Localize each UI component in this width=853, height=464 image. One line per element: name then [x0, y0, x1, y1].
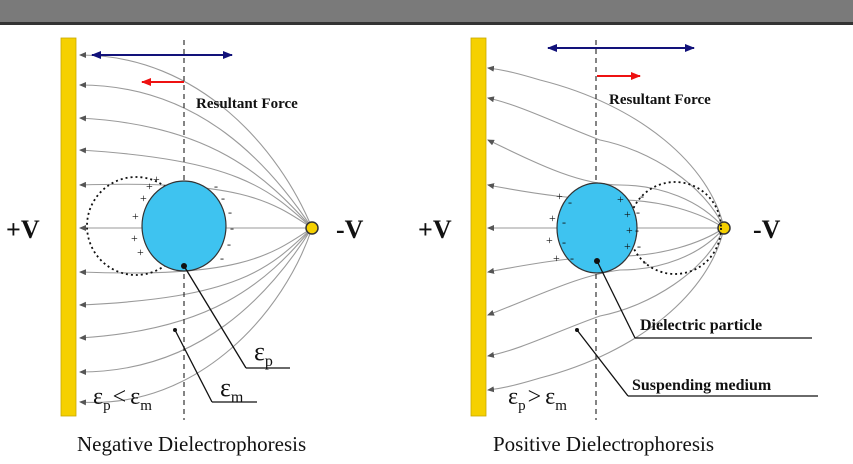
svg-text:-: - [635, 223, 639, 237]
right-caption: Positive Dielectrophoresis [493, 432, 714, 456]
right-panel: + + + + - - - - + + + + - - - - - Result… [418, 37, 818, 456]
left-eps-m-leader [174, 329, 213, 403]
svg-text:+: + [624, 239, 631, 253]
svg-text:+: + [553, 251, 560, 265]
right-plus-v-label: +V [418, 215, 452, 244]
left-minus-v-label: -V [336, 215, 364, 244]
svg-text:-: - [636, 205, 640, 219]
top-bar [0, 0, 853, 22]
svg-text:+: + [140, 191, 147, 205]
left-electrode [60, 37, 77, 417]
svg-text:-: - [640, 189, 644, 203]
right-particle [556, 182, 638, 274]
svg-text:-: - [562, 235, 566, 249]
right-point-electrode [717, 221, 731, 235]
left-panel: + + + + + + - - - - - - Resultant Force … [6, 37, 364, 456]
right-particle-leader [596, 260, 636, 339]
svg-text:-: - [643, 255, 647, 269]
svg-text:+: + [626, 223, 633, 237]
svg-text:+: + [549, 211, 556, 225]
right-particle-label: Dielectric particle [640, 317, 762, 334]
svg-text:-: - [637, 239, 641, 253]
svg-text:+: + [556, 189, 563, 203]
right-dotted-circle [628, 181, 722, 275]
right-electrode [470, 37, 487, 417]
svg-text:-: - [570, 251, 574, 265]
svg-text:-: - [214, 179, 218, 193]
svg-text:-: - [220, 251, 224, 265]
svg-text:+: + [546, 233, 553, 247]
svg-text:+: + [132, 209, 139, 223]
left-particle [141, 180, 227, 272]
svg-text:+: + [153, 172, 160, 186]
svg-text:-: - [227, 237, 231, 251]
left-eps-p-label: εp [254, 337, 273, 370]
svg-text:-: - [568, 195, 572, 209]
right-medium-label: Suspending medium [632, 377, 772, 394]
left-eps-p-leader [183, 265, 247, 369]
right-force-label: Resultant Force [609, 92, 711, 108]
svg-text:-: - [221, 191, 225, 205]
right-minus-v-label: -V [753, 215, 781, 244]
svg-text:-: - [562, 215, 566, 229]
left-plus-v-label: +V [6, 215, 40, 244]
svg-text:+: + [617, 192, 624, 206]
right-relation: εp>εm [508, 384, 567, 414]
svg-text:+: + [624, 207, 631, 221]
svg-text:+: + [146, 179, 153, 193]
right-medium-leader [576, 329, 629, 397]
svg-text:-: - [230, 221, 234, 235]
svg-text:+: + [137, 245, 144, 259]
left-eps-m-label: εm [220, 373, 244, 406]
left-charges: + + + + + + - - - - - - [131, 172, 234, 265]
right-charges: + + + + - - - - + + + + - - - - - [546, 189, 647, 269]
svg-text:+: + [131, 231, 138, 245]
left-force-label: Resultant Force [196, 96, 298, 112]
left-point-electrode [305, 221, 319, 235]
left-caption: Negative Dielectrophoresis [77, 432, 306, 456]
svg-text:-: - [228, 205, 232, 219]
left-relation: εp<εm [93, 384, 152, 414]
